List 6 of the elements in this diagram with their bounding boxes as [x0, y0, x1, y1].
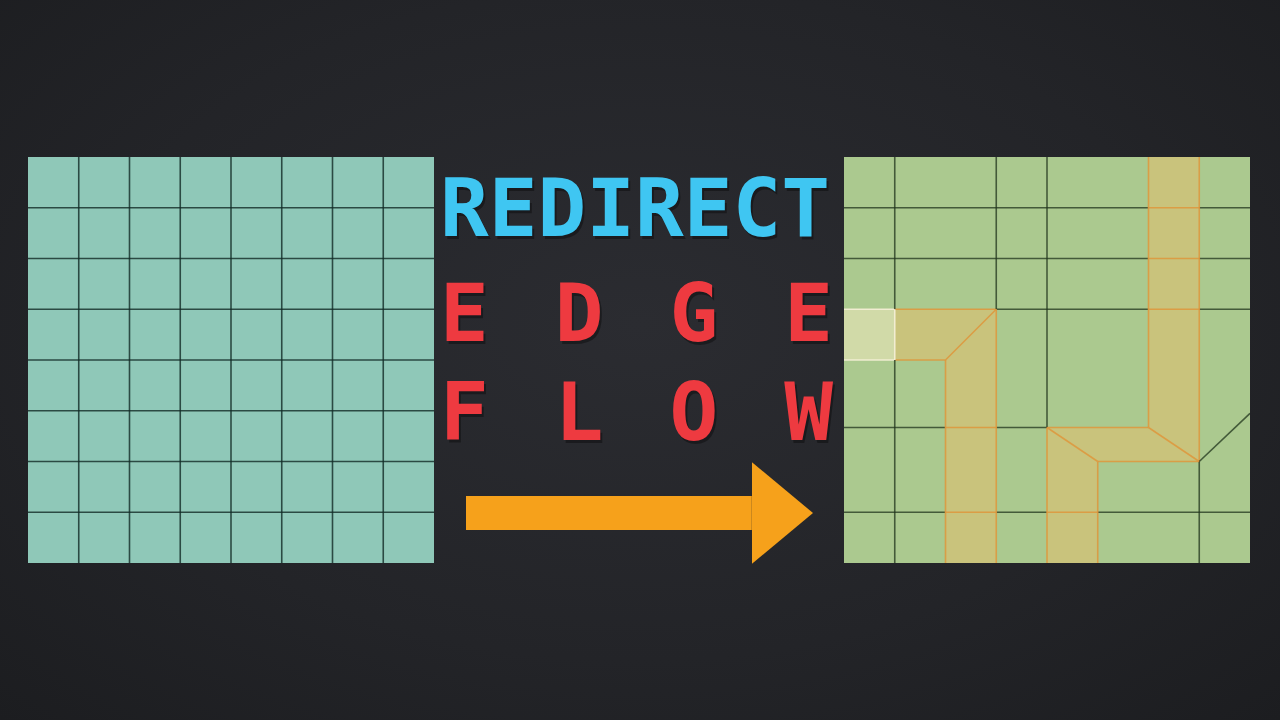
mesh-grid-drawing: [28, 157, 434, 563]
arrow: [466, 462, 813, 564]
mesh-grid-drawing: [844, 157, 1250, 563]
heading-text: FLOW: [440, 372, 835, 453]
heading-text: EDGE: [440, 273, 835, 354]
heading-text: REDIRECT: [440, 168, 832, 249]
